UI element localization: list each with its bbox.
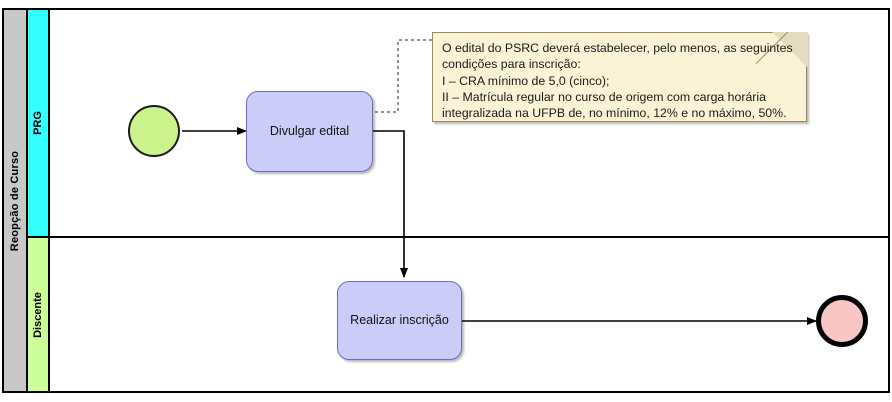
lane-header-prg[interactable]: PRG (28, 10, 50, 236)
start-event[interactable] (128, 105, 180, 157)
annotation-text: O edital do PSRC deverá estabelecer, pel… (442, 41, 793, 121)
lane-header-discente[interactable]: Discente (28, 238, 50, 391)
lane-label-discente: Discente (32, 291, 45, 338)
task-label-divulgar-edital: Divulgar edital (269, 123, 350, 138)
annotation-fold-icon (771, 31, 808, 68)
text-annotation-nota-edital[interactable]: O edital do PSRC deverá estabelecer, pel… (432, 31, 808, 122)
lane-discente[interactable]: Discente (28, 238, 888, 391)
task-realizar-inscricao[interactable]: Realizar inscrição (337, 281, 462, 360)
pool-header[interactable]: Reopção de Curso (4, 10, 28, 391)
lane-body-discente (50, 238, 888, 391)
task-label-realizar-inscricao: Realizar inscrição (350, 312, 449, 327)
pool-title: Reopção de Curso (9, 150, 22, 251)
lane-label-prg: PRG (32, 111, 44, 135)
task-divulgar-edital[interactable]: Divulgar edital (246, 91, 373, 172)
end-event[interactable] (816, 295, 868, 347)
